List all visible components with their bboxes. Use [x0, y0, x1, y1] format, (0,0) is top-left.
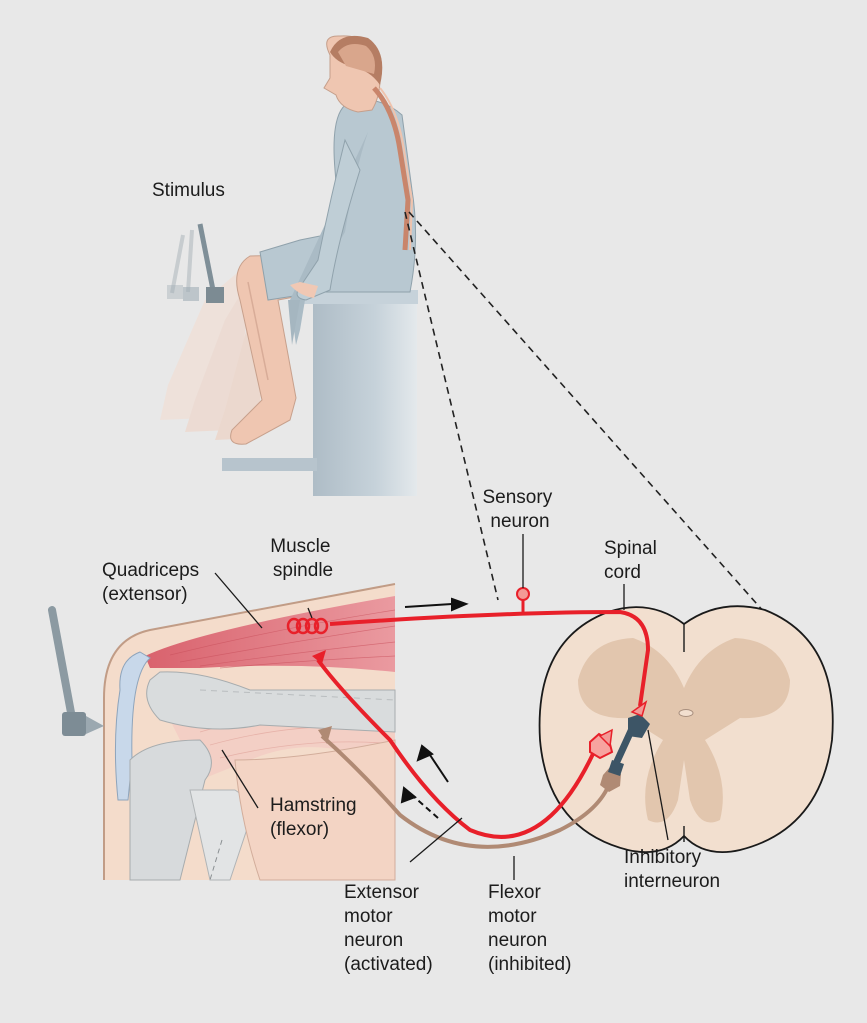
quadriceps-muscle [145, 596, 395, 672]
label-quadriceps: Quadriceps (extensor) [102, 560, 204, 605]
label-stimulus: Stimulus [152, 180, 225, 201]
label-flexor-motor-neuron: Flexor motor neuron (inhibited) [488, 882, 571, 975]
reflex-hammer-icon [167, 223, 224, 303]
leg [230, 254, 301, 445]
label-inhibitory-interneuron: Inhibitory interneuron [624, 847, 720, 892]
seated-figure [160, 35, 418, 496]
interneuron [608, 714, 650, 776]
label-extensor-motor-neuron: Extensor motor neuron (activated) [344, 882, 433, 975]
knee-hammer-icon [48, 606, 104, 736]
direction-arrows [400, 597, 469, 819]
tibia [129, 739, 212, 881]
callout-lines [404, 211, 781, 631]
label-hamstring: Hamstring (flexor) [270, 795, 362, 840]
spine-path [372, 86, 411, 251]
muscle-spindle-icon [286, 617, 329, 635]
sensory-neuron-path [329, 587, 651, 748]
knee-section [103, 583, 396, 881]
head [323, 35, 383, 113]
arm [296, 138, 361, 301]
spinal-cord-section [538, 605, 834, 854]
patella [114, 651, 151, 801]
label-sensory-neuron: Sensory neuron [483, 487, 558, 532]
chair [222, 290, 418, 496]
leader-lines [214, 534, 669, 880]
label-muscle-spindle: Muscle spindle [270, 536, 335, 581]
label-spinal-cord: Spinal cord [604, 538, 662, 583]
sensory-neuron-body [516, 587, 530, 601]
hand [290, 282, 318, 298]
femur [146, 671, 396, 733]
